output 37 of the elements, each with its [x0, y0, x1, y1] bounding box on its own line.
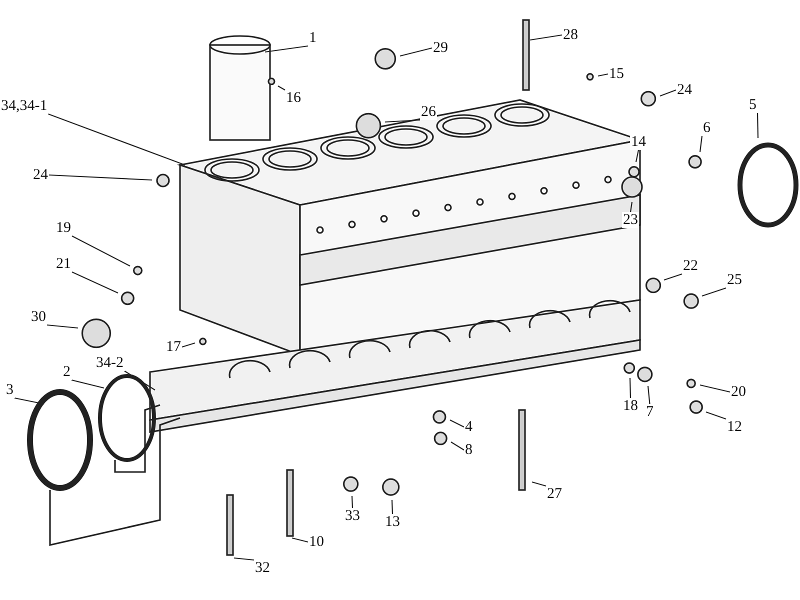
leader-line: [647, 386, 650, 404]
leader-line: [635, 150, 640, 162]
callout-number: 14: [630, 134, 647, 150]
leader-line: [182, 342, 196, 348]
leader-line: [660, 89, 676, 97]
leader-line: [450, 442, 464, 450]
leader-line: [699, 136, 703, 152]
leader-line: [450, 420, 464, 428]
leader-line: [629, 378, 632, 398]
leader-line: [48, 174, 152, 181]
leader-line: [664, 273, 682, 281]
leader-line: [14, 397, 44, 405]
leader-line: [292, 537, 308, 543]
leader-line: [702, 287, 726, 297]
leader-line: [598, 73, 608, 77]
leader-line: [124, 370, 156, 390]
leader-line: [384, 119, 420, 123]
callout-number: 26: [420, 104, 437, 120]
leader-line: [630, 202, 633, 212]
leader-line: [530, 34, 562, 41]
leader-line: [71, 379, 104, 389]
leader-line: [72, 272, 118, 294]
leader-line: [532, 481, 546, 487]
leader-line: [278, 86, 286, 90]
leader-line: [48, 113, 186, 166]
leader-line: [756, 112, 759, 138]
leader-line: [400, 47, 432, 57]
leader-line: [351, 496, 354, 508]
leader-line: [700, 384, 730, 393]
callout-number: 23: [622, 212, 639, 228]
leader-line: [46, 324, 78, 329]
callout-number: 34,34-1: [0, 98, 48, 114]
leader-line: [72, 236, 130, 266]
leader-line: [706, 411, 726, 420]
leader-line: [234, 557, 254, 561]
leader-line: [391, 500, 394, 514]
leader-line: [264, 45, 308, 53]
